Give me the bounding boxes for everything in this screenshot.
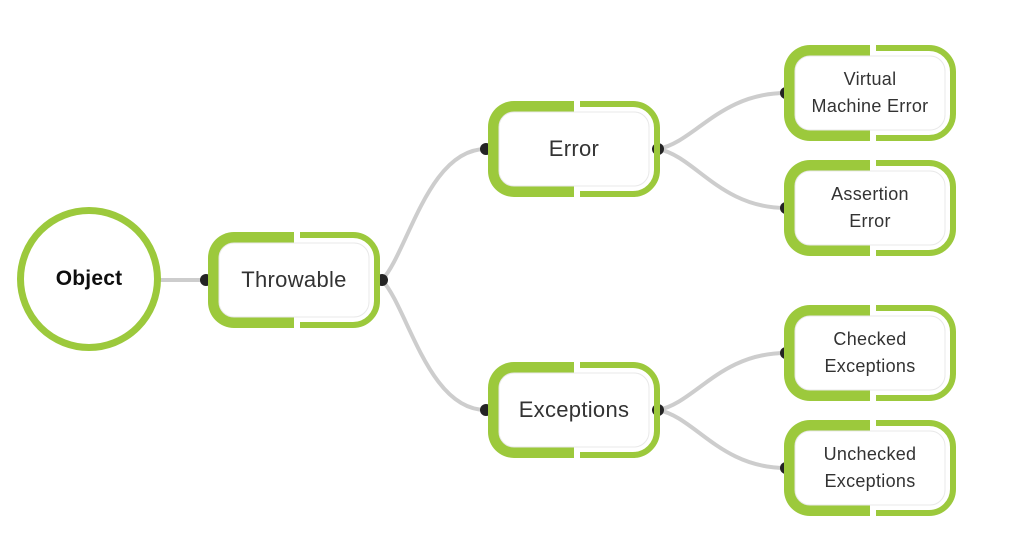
- label-line-1: Checked: [833, 329, 907, 349]
- node-checked-exceptions-label: Checked Exceptions: [795, 316, 945, 390]
- node-object: Object: [17, 207, 161, 351]
- edge-throwable-exceptions: [380, 278, 488, 412]
- node-throwable-label: Throwable: [241, 267, 347, 292]
- label-line-2: Exceptions: [824, 471, 916, 491]
- node-virtual-machine-error-label: Virtual Machine Error: [795, 56, 945, 130]
- label-line-2: Machine Error: [811, 96, 929, 116]
- label-line-1: Assertion: [831, 184, 909, 204]
- node-throwable: Throwable: [208, 232, 380, 328]
- edge-error-assertion-error: [656, 147, 788, 210]
- label-line-1: Virtual: [843, 69, 897, 89]
- label-line-2: Error: [849, 211, 891, 231]
- node-error: Error: [488, 101, 660, 197]
- label-line-2: Exceptions: [824, 356, 916, 376]
- edge-exceptions-unchecked-exceptions: [656, 408, 788, 470]
- node-assertion-error-label: Assertion Error: [795, 171, 945, 245]
- node-unchecked-exceptions: Unchecked Exceptions: [784, 420, 956, 516]
- node-exceptions-label: Exceptions: [518, 397, 630, 422]
- node-assertion-error: Assertion Error: [784, 160, 956, 256]
- node-virtual-machine-error: Virtual Machine Error: [784, 45, 956, 141]
- node-object-label: Object: [55, 267, 123, 290]
- edge-error-virtual-machine-error: [656, 91, 788, 151]
- node-error-label: Error: [548, 136, 600, 161]
- node-checked-exceptions: Checked Exceptions: [784, 305, 956, 401]
- label-line-1: Unchecked: [823, 444, 917, 464]
- edge-exceptions-checked-exceptions: [656, 351, 788, 412]
- edge-throwable-error: [380, 147, 488, 282]
- node-unchecked-exceptions-label: Unchecked Exceptions: [795, 431, 945, 505]
- node-exceptions: Exceptions: [488, 362, 660, 458]
